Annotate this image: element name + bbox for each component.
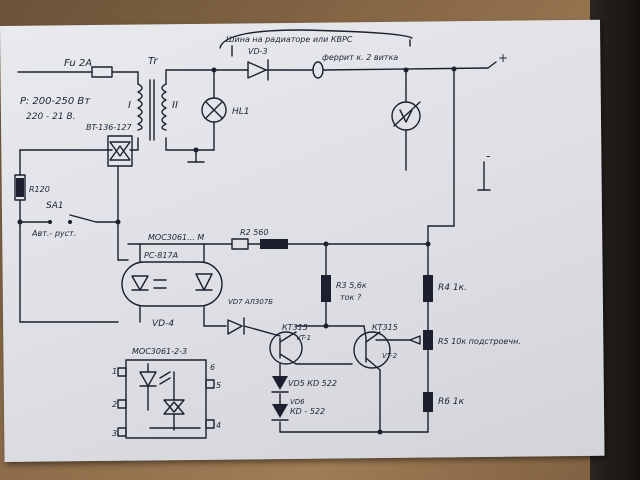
output-plus-terminal: [487, 61, 497, 69]
label-pin-6: 6: [210, 363, 215, 372]
label-q1-id: VT-1: [296, 334, 311, 342]
label-winding-2: II: [172, 100, 178, 111]
secondary-wiring: [165, 67, 489, 245]
label-voltage: 220 - 21 В.: [26, 112, 76, 122]
optocoupler-pc817-symbol: [121, 261, 223, 307]
label-pin-4: 4: [216, 421, 221, 430]
transistor-vt2-symbol: [353, 325, 391, 371]
output-minus-terminal: [477, 161, 491, 191]
resistor-r6: [423, 392, 433, 412]
label-plus: +: [498, 51, 508, 65]
label-vd6: VD6: [290, 398, 305, 406]
label-pin-1: 1: [112, 367, 117, 376]
resistor-r1: [14, 174, 26, 201]
label-r2: R2 560: [240, 228, 268, 237]
diode-vd3-symbol: [245, 59, 273, 81]
fuse-symbol: [91, 66, 113, 78]
label-pc817: PC-817A: [144, 251, 178, 260]
label-winding-1: I: [128, 100, 131, 111]
moc3061-pinout-sketch: [117, 359, 215, 439]
label-minus: -: [486, 149, 490, 163]
label-r1: R120: [29, 185, 50, 194]
transistor-vt1-symbol: [269, 331, 303, 365]
label-r4: R4 1к.: [438, 283, 467, 293]
label-vd6-type: КD - 522: [290, 407, 325, 416]
label-r3-note: ток ?: [340, 293, 362, 302]
mains-wiring: [17, 71, 139, 323]
label-note-ferrite: феррит к. 2 витка: [322, 53, 398, 62]
label-sa1-mode: Авт.- руст.: [31, 229, 76, 238]
label-r5: R5 10к подстроечн.: [438, 337, 521, 346]
label-r6: R6 1к: [438, 397, 465, 407]
resistor-r4: [423, 275, 433, 302]
label-vd5: VD5 КD 522: [288, 379, 337, 388]
voltmeter-symbol: [391, 101, 421, 131]
label-hl1: HL1: [232, 107, 250, 117]
resistor-r2-body: [260, 239, 288, 249]
switch-sa1-contact: [48, 220, 52, 224]
label-r3: R3 5,6к: [336, 281, 367, 290]
label-pin-2: 2: [112, 400, 117, 409]
resistor-r3: [321, 275, 331, 302]
resistor-r2: [231, 238, 249, 250]
switch-sa1-contact-2: [68, 220, 72, 224]
label-power: P: 200-250 Вт: [20, 96, 91, 107]
r5-wiper-arrow: [409, 335, 421, 345]
label-q1: КТ315: [282, 323, 308, 332]
label-note-top: Шина на радиаторе или КВРС: [226, 35, 353, 44]
label-pin-3: 3: [112, 429, 117, 438]
label-q2: КТ315: [372, 323, 398, 332]
resistor-r5: [423, 330, 433, 350]
label-q2-id: VT-2: [382, 352, 398, 360]
label-transformer: Tr: [148, 56, 158, 67]
triac-symbol: [107, 135, 133, 167]
label-vd4: VD-4: [152, 319, 174, 329]
diode-vd6-symbol: [271, 404, 289, 421]
led-vd7-symbol: [227, 317, 245, 335]
label-vd3: VD-3: [248, 47, 268, 56]
junction-dots: [17, 66, 457, 435]
label-pin-5: 5: [216, 381, 221, 390]
ferrite-ring-symbol: [312, 61, 324, 79]
label-optocoupler-model: MOC3061... M: [148, 233, 204, 242]
note-bracket: [219, 29, 413, 49]
label-vd7: VD7 АЛ307Б: [228, 298, 273, 306]
label-moc-pinout: MOC3061-2-3: [132, 347, 187, 356]
label-fuse: Fu 2A: [64, 58, 92, 69]
diode-vd5-symbol: [271, 376, 289, 393]
label-sa1: SA1: [46, 201, 64, 211]
transformer-symbol: [137, 79, 167, 141]
lamp-hl1-symbol: [201, 97, 227, 123]
label-triac: BT-136-127: [86, 123, 132, 132]
control-wiring: [127, 243, 429, 433]
